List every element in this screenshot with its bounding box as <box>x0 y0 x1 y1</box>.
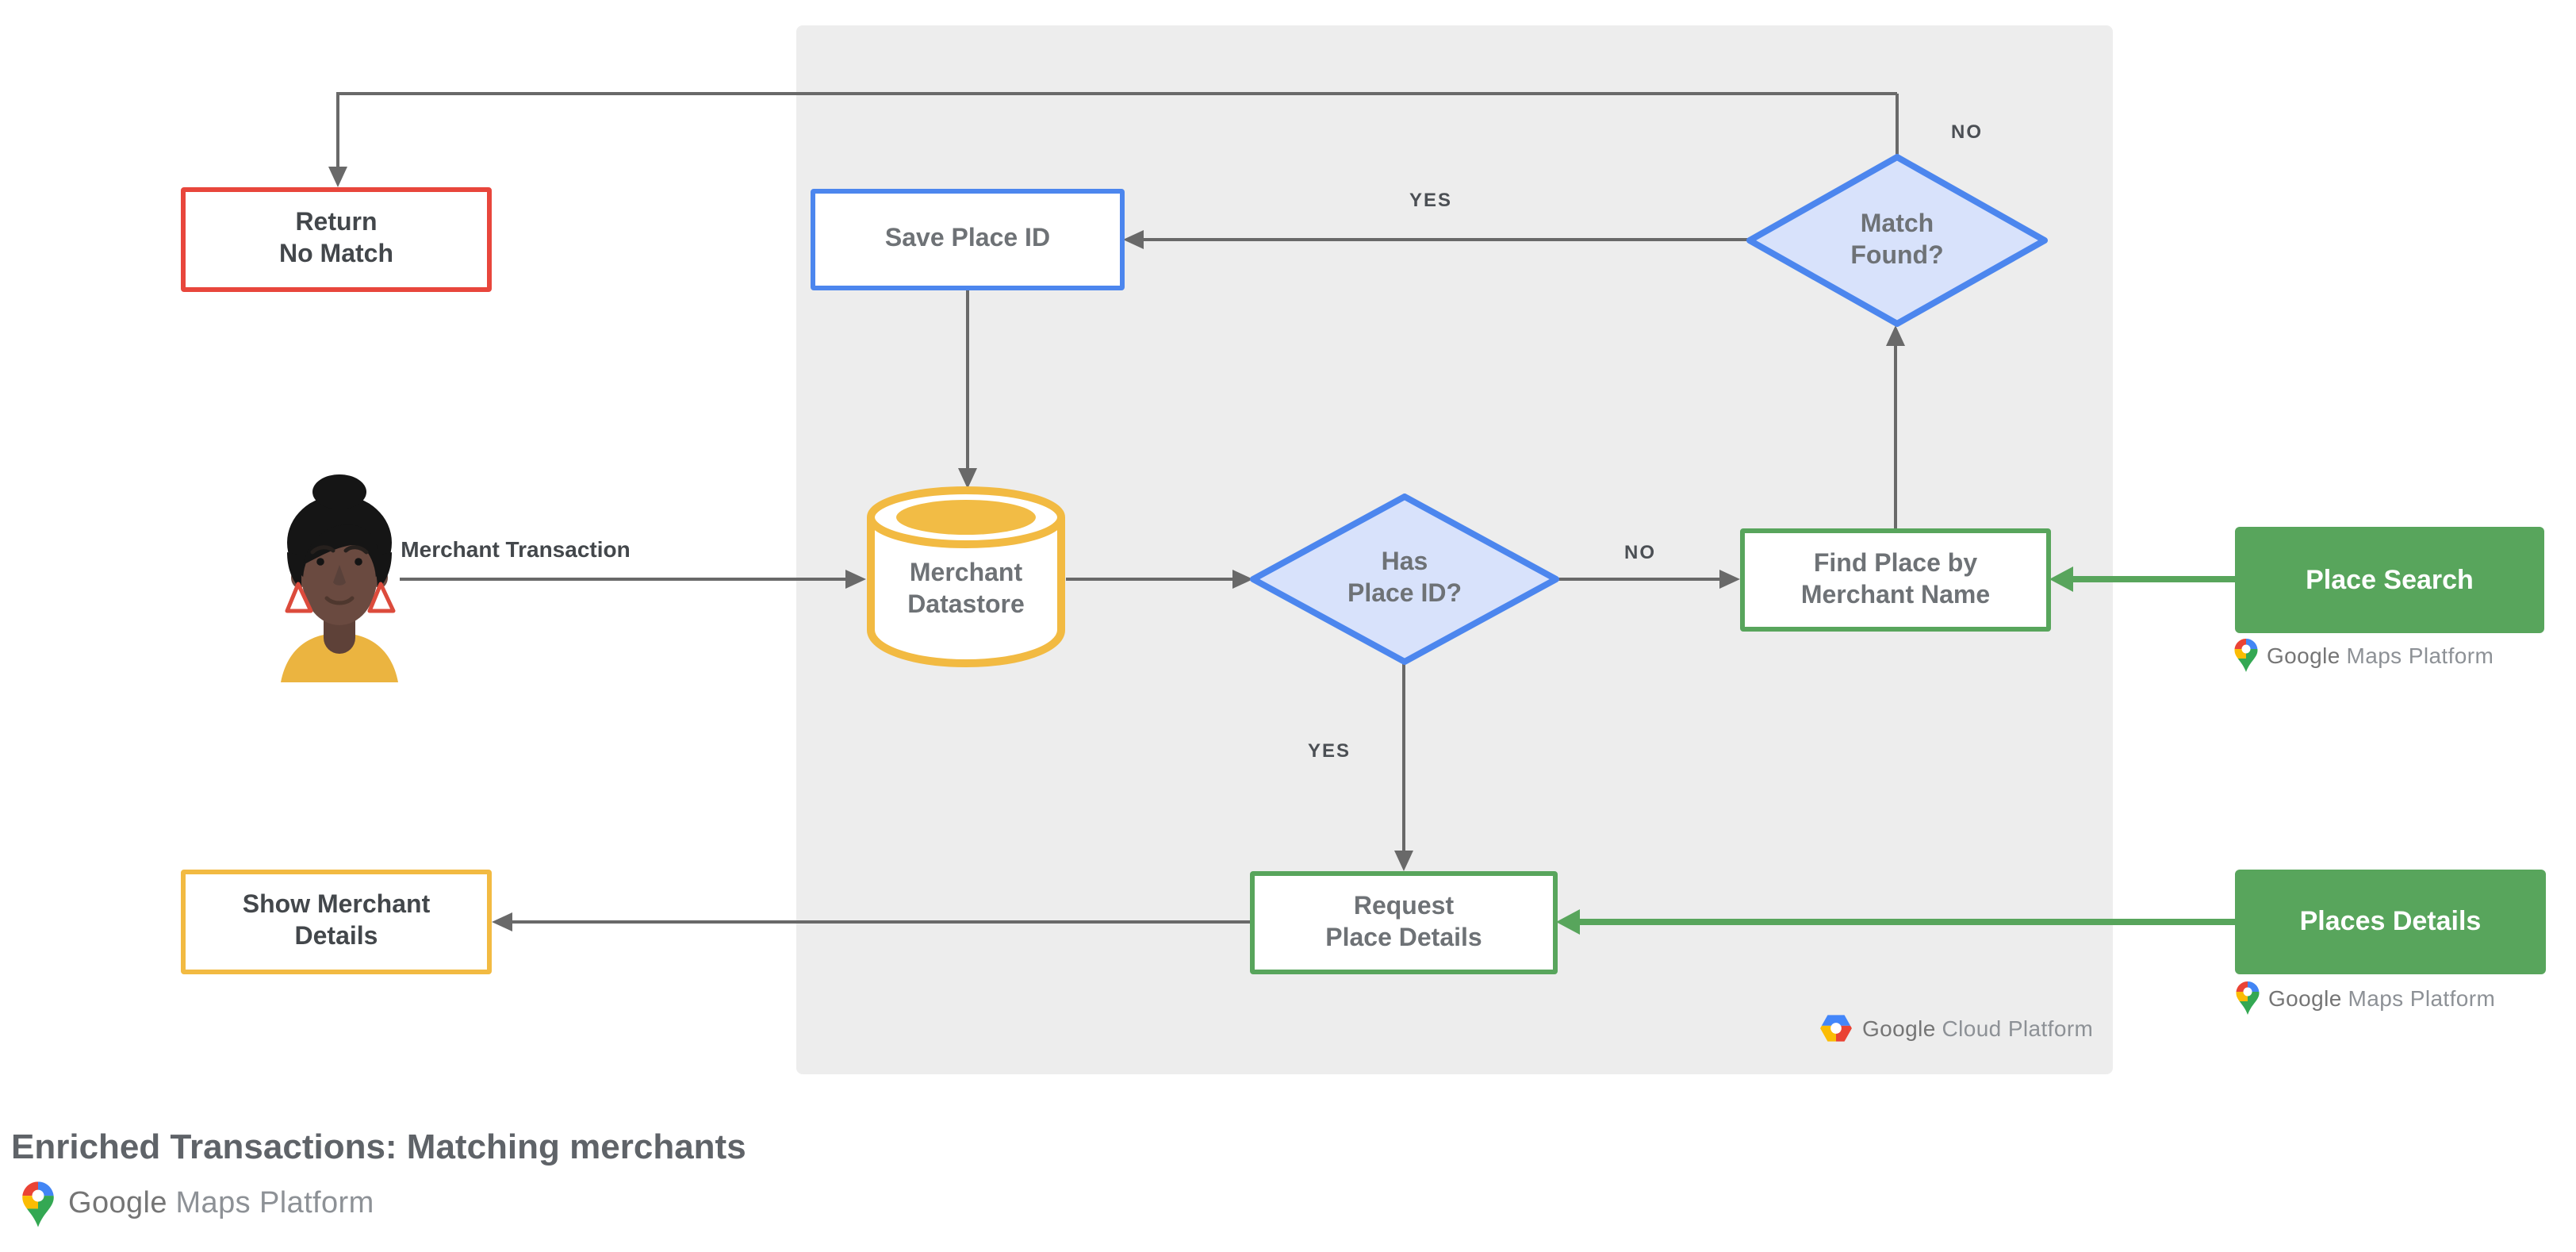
maps-pin-icon <box>2236 981 2260 1015</box>
arrowhead-green-into-request <box>1556 909 1580 935</box>
arrowhead-green-into-findplace <box>2049 566 2073 592</box>
gmp-logo-footer-text: Google Maps Platform <box>68 1187 374 1222</box>
google-wordmark: Google <box>68 1187 167 1220</box>
gmp-logo-places-details: Google Maps Platform <box>2235 981 2495 1016</box>
edge-feedback-top <box>336 92 1897 95</box>
node-match-found-label: Match Found? <box>1850 210 1944 269</box>
gcp-logo: Google Cloud Platform <box>1819 1014 2093 1043</box>
node-save-place-id: Save Place ID <box>811 189 1125 290</box>
edge-saveplaceid-to-datastore <box>966 289 969 468</box>
gmp-logo-google-text: Google Maps Platform <box>2267 643 2494 668</box>
google-wordmark: Google <box>1862 1016 1936 1041</box>
node-find-place-by-merchant-name: Find Place by Merchant Name <box>1740 528 2051 632</box>
edge-matchfound-up <box>1896 94 1899 156</box>
arrowhead-into-saveplaceid <box>1123 230 1144 249</box>
maps-pin-icon <box>22 1181 54 1227</box>
edge-datastore-to-hasplaceid <box>1066 578 1232 581</box>
arrowhead-into-return <box>328 167 347 187</box>
diagram-title: Enriched Transactions: Matching merchant… <box>11 1127 746 1166</box>
edge-label-yes-place: YES <box>1307 739 1351 762</box>
maps-platform-wordmark: Maps Platform <box>175 1187 374 1220</box>
edge-matchfound-to-saveplaceid <box>1144 238 1750 241</box>
node-merchant-datastore-cylinder <box>866 486 1066 668</box>
node-merchant-datastore-label: Merchant Datastore <box>907 560 1025 619</box>
edge-down-to-return <box>336 92 339 167</box>
maps-platform-wordmark: Maps Platform <box>2348 985 2496 1011</box>
gmp-logo-footer: Google Maps Platform <box>21 1181 374 1228</box>
edge-placesearch-to-findplace <box>2073 576 2235 582</box>
cylinder-shape <box>867 486 1065 668</box>
gmp-logo-place-search: Google Maps Platform <box>2233 638 2494 673</box>
cloud-platform-wordmark: Cloud Platform <box>1942 1016 2094 1041</box>
node-return-no-match: Return No Match <box>181 187 492 292</box>
node-match-found-diamond <box>1746 154 2048 327</box>
node-request-place-details: Request Place Details <box>1250 871 1558 974</box>
maps-pin-icon <box>2234 639 2258 672</box>
arrowhead-into-datastore-top <box>958 468 977 489</box>
edge-person-to-datastore <box>400 578 845 581</box>
edge-request-to-show <box>512 920 1250 924</box>
arrowhead-into-datastore <box>845 570 866 589</box>
google-wordmark: Google <box>2267 643 2340 668</box>
edge-label-no-place: NO <box>1624 541 1656 563</box>
edge-placesdetails-to-request <box>1580 919 2235 925</box>
gcp-logo-text: Google Cloud Platform <box>1862 1016 2093 1041</box>
edge-label-no-match: NO <box>1951 121 1983 143</box>
node-has-place-id-label: Has Place ID? <box>1347 549 1462 608</box>
diamond-shape <box>1746 154 2048 327</box>
arrowhead-into-show <box>492 912 512 931</box>
diamond-shape <box>1250 494 1559 665</box>
arrowhead-into-request <box>1394 851 1413 871</box>
arrowhead-into-matchfound <box>1886 325 1905 346</box>
edge-label-merchant-transaction: Merchant Transaction <box>401 536 631 562</box>
person-icon <box>281 474 398 682</box>
google-wordmark: Google <box>2268 985 2342 1011</box>
gmp-logo-google-text: Google Maps Platform <box>2268 985 2495 1011</box>
node-places-details-api: Places Details <box>2235 870 2546 974</box>
node-has-place-id-diamond <box>1250 494 1559 665</box>
merchant-customer-avatar <box>278 473 401 682</box>
maps-platform-wordmark: Maps Platform <box>2346 643 2494 668</box>
edge-hasplaceid-to-findplace <box>1556 578 1719 581</box>
node-place-search-api: Place Search <box>2235 527 2544 633</box>
cloud-hexagon-icon <box>1820 1015 1852 1042</box>
edge-label-yes-match: YES <box>1409 189 1453 211</box>
node-show-merchant-details: Show Merchant Details <box>181 870 492 974</box>
edge-hasplaceid-to-request <box>1402 662 1405 851</box>
arrowhead-into-hasplaceid <box>1232 570 1253 589</box>
edge-findplace-to-matchfound <box>1894 346 1897 528</box>
arrowhead-into-findplace <box>1719 570 1740 589</box>
